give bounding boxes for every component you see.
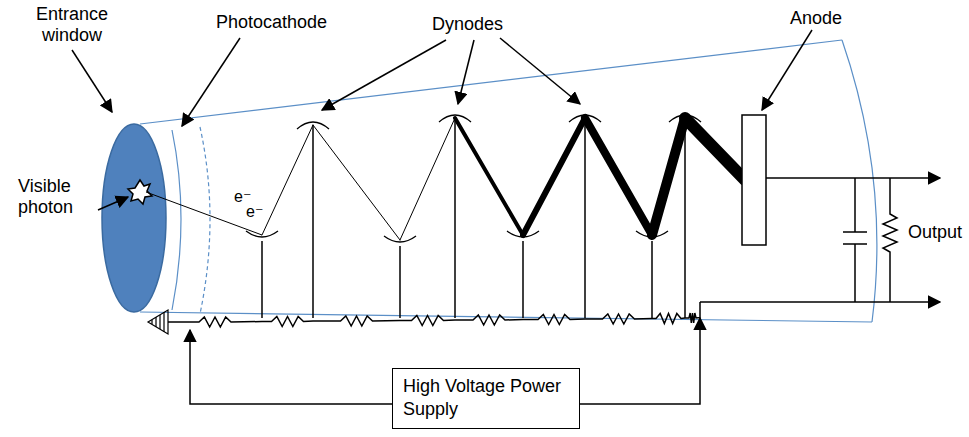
anode-plate: [742, 115, 766, 245]
part-label: Visible photon: [18, 176, 98, 217]
part-label: Entrance window: [22, 4, 122, 45]
tube-outline: [140, 40, 877, 322]
electron-stream: [652, 118, 685, 235]
dynode-lead: [684, 118, 686, 318]
part-label: Dynodes: [432, 14, 503, 35]
electron-symbol: e⁻: [246, 203, 263, 221]
electron-stream: [262, 125, 313, 235]
dynode-lead: [312, 125, 314, 318]
dynode-lead: [399, 246, 401, 318]
output-circuit: [700, 178, 940, 302]
dynode: [636, 231, 668, 237]
entrance-window: [102, 124, 166, 312]
dynode-lead: [522, 241, 524, 318]
ground-symbol: [148, 310, 168, 334]
dynode-lead: [651, 241, 653, 318]
part-label: Anode: [790, 8, 842, 29]
dynode: [507, 231, 539, 237]
dynode-lead: [584, 118, 586, 318]
electron-cascade: [262, 118, 745, 240]
electron-stream: [685, 118, 745, 180]
part-label: Output: [908, 222, 962, 243]
part-label: Photocathode: [216, 12, 327, 33]
supply-box: High Voltage Power Supply: [392, 368, 580, 429]
resistor-chain: [168, 302, 700, 327]
box-text: High Voltage Power Supply: [403, 375, 569, 422]
dynodes: [246, 115, 701, 318]
photocathode: [172, 130, 181, 310]
dynode: [384, 236, 416, 242]
photon-burst: [128, 180, 152, 204]
electron-stream: [313, 125, 400, 240]
electron-stream: [455, 118, 523, 235]
dynode-lead: [454, 118, 456, 318]
divider-chain: [168, 302, 700, 327]
electron-stream: [400, 118, 455, 240]
electron-stream: [523, 118, 585, 235]
electron-stream: [585, 118, 652, 235]
dynode-lead: [261, 241, 263, 318]
photocathode-field: [200, 127, 210, 314]
leader-arrows: [72, 30, 812, 210]
dynode: [246, 231, 278, 237]
